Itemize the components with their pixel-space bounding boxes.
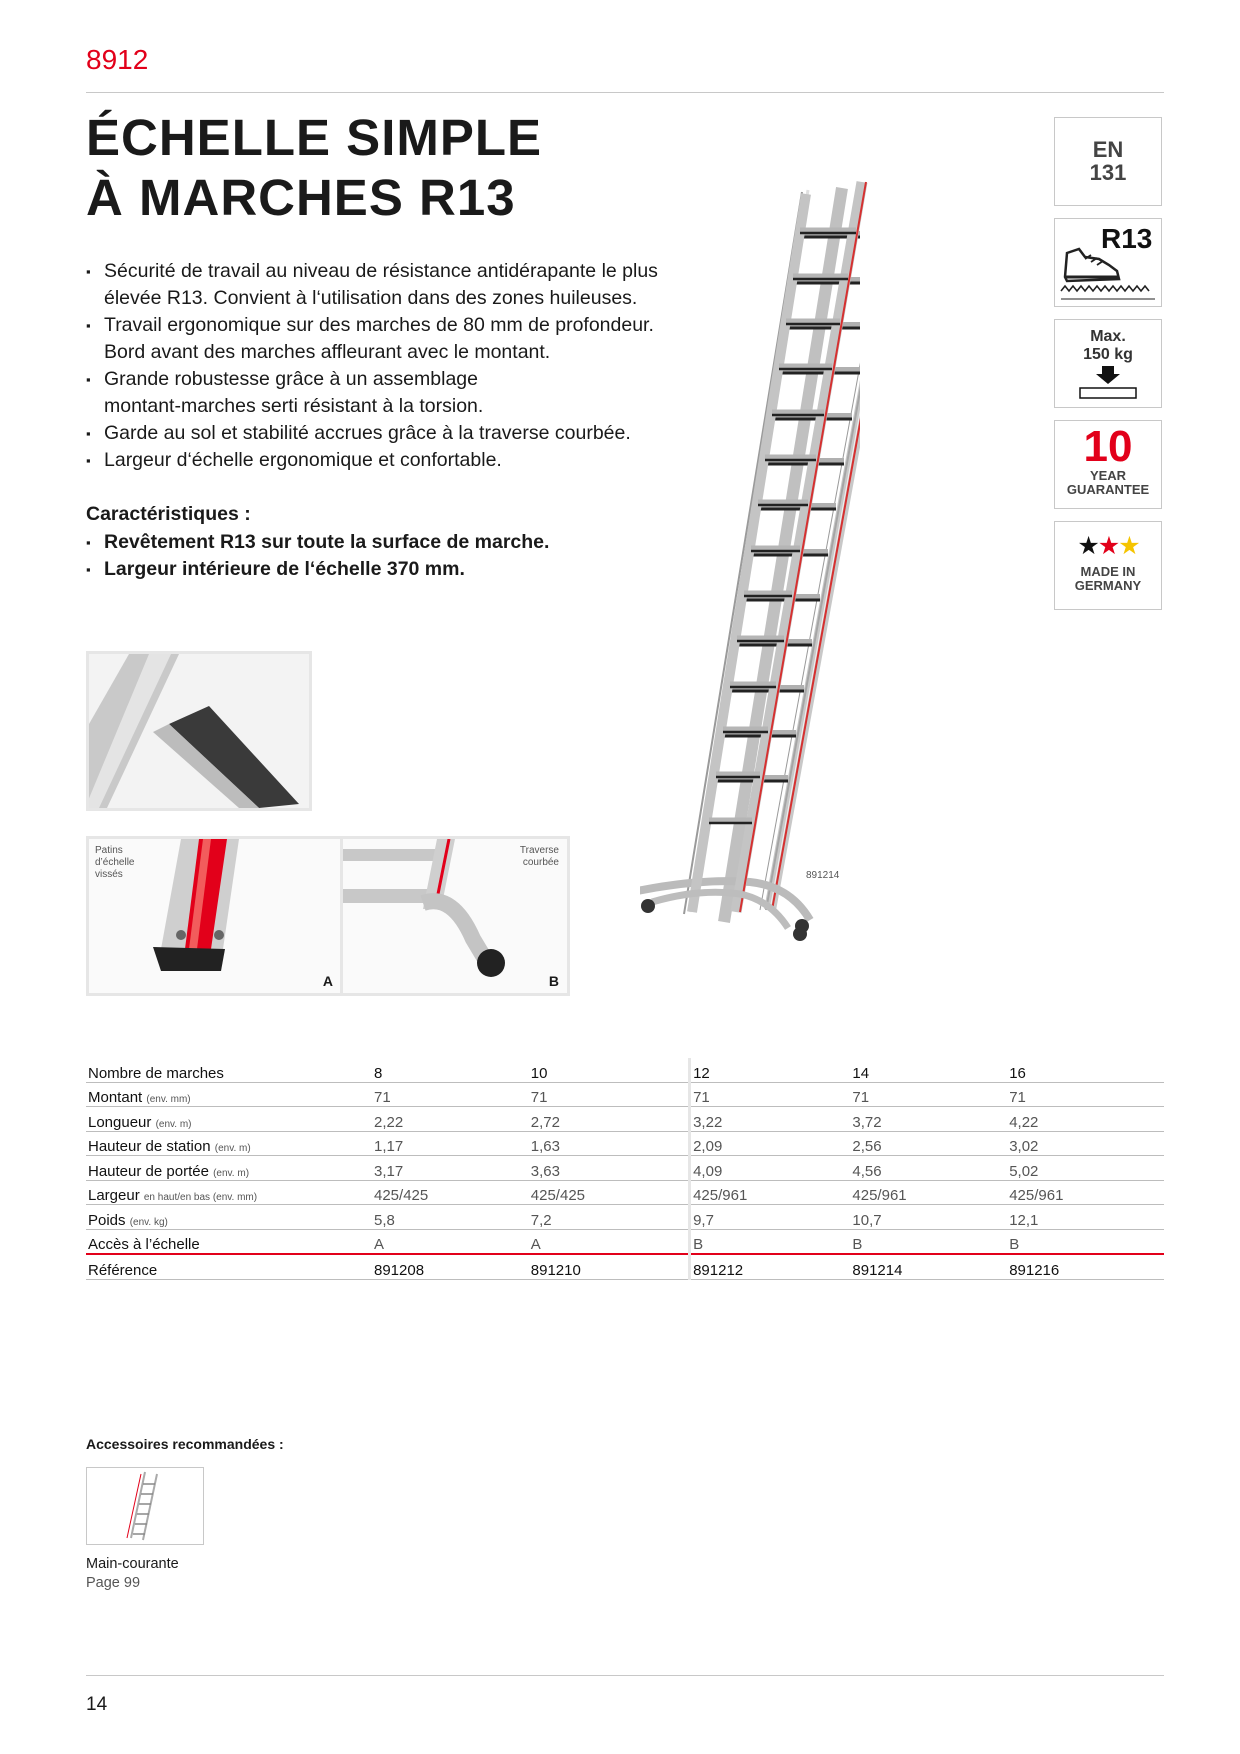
photo-b-caption: Traverse courbée <box>519 845 559 868</box>
benefit-item: Largeur d‘échelle ergonomique et confort… <box>86 447 706 474</box>
benefit-item: Grande robustesse grâce à un assemblagem… <box>86 366 706 420</box>
r13-badge: R13 <box>1054 218 1162 307</box>
curved-traverse-photo: Traverse courbée B <box>340 836 570 996</box>
safety-shoe-icon <box>1060 247 1155 300</box>
bottom-divider <box>86 1675 1164 1676</box>
photo-b-letter: B <box>548 973 559 989</box>
page-title: ÉCHELLE SIMPLE À MARCHES R13 <box>86 108 542 228</box>
step-surface-photo <box>86 651 312 811</box>
table-row: Nombre de marches 8 10 12 14 16 <box>86 1058 1164 1083</box>
features-list: Revêtement R13 sur toute la surface de m… <box>86 529 549 583</box>
guarantee-badge: 10 YEAR GUARANTEE <box>1054 420 1162 509</box>
accessory-page-link[interactable]: Page 99 <box>86 1575 141 1591</box>
benefits-list: Sécurité de travail au niveau de résista… <box>86 258 706 474</box>
made-in-germany-badge: ★★★ MADE IN GERMANY <box>1054 521 1162 610</box>
table-row: Référence 891208 891210 891212 891214 89… <box>86 1254 1164 1280</box>
top-divider <box>86 92 1164 93</box>
product-code: 8912 <box>86 44 149 75</box>
title-line-1: ÉCHELLE SIMPLE <box>86 109 543 166</box>
feet-photo: Patins d’échelle vissés A <box>86 836 344 996</box>
photo-a-letter: A <box>322 973 333 989</box>
feature-item: Revêtement R13 sur toute la surface de m… <box>86 529 549 556</box>
table-row: Hauteur de portée (env. m) 3,17 3,63 4,0… <box>86 1155 1164 1181</box>
feature-item: Largeur intérieure de l‘échelle 370 mm. <box>86 556 549 583</box>
benefit-item: Garde au sol et stabilité accrues grâce … <box>86 420 706 447</box>
benefit-item: Sécurité de travail au niveau de résista… <box>86 258 706 312</box>
handrail-thumbnail[interactable] <box>86 1467 204 1545</box>
accessory-name: Main-courante <box>86 1556 179 1572</box>
table-row: Accès à l’échelle A A B B B <box>86 1229 1164 1255</box>
stars-icon: ★★★ <box>1077 532 1140 560</box>
page-number: 14 <box>86 1694 108 1715</box>
weight-arrow-icon <box>1079 366 1137 399</box>
table-row: Poids (env. kg) 5,8 7,2 9,7 10,7 12,1 <box>86 1204 1164 1230</box>
handrail-icon <box>126 1471 158 1541</box>
ladder-illustration <box>641 181 868 941</box>
table-row: Longueur (env. m) 2,22 2,72 3,22 3,72 4,… <box>86 1106 1164 1132</box>
title-line-2: À MARCHES R13 <box>86 169 516 226</box>
main-image-ref: 891214 <box>806 870 840 881</box>
benefit-item: Travail ergonomique sur des marches de 8… <box>86 312 706 366</box>
accessories-heading: Accessoires recommandées : <box>86 1436 284 1452</box>
specifications-table: Nombre de marches 8 10 12 14 16 Montant … <box>86 1058 1164 1280</box>
table-row: Hauteur de station (env. m) 1,17 1,63 2,… <box>86 1131 1164 1156</box>
table-row: Largeur en haut/en bas (env. mm) 425/425… <box>86 1180 1164 1205</box>
table-row: Montant (env. mm) 71 71 71 71 71 <box>86 1082 1164 1107</box>
r13-label: R13 <box>1101 223 1153 254</box>
features-heading: Caractéristiques : <box>86 503 251 525</box>
en131-badge: EN 131 <box>1054 117 1162 206</box>
photo-a-caption: Patins d’échelle vissés <box>95 845 135 880</box>
max-load-badge: Max. 150 kg <box>1054 319 1162 408</box>
